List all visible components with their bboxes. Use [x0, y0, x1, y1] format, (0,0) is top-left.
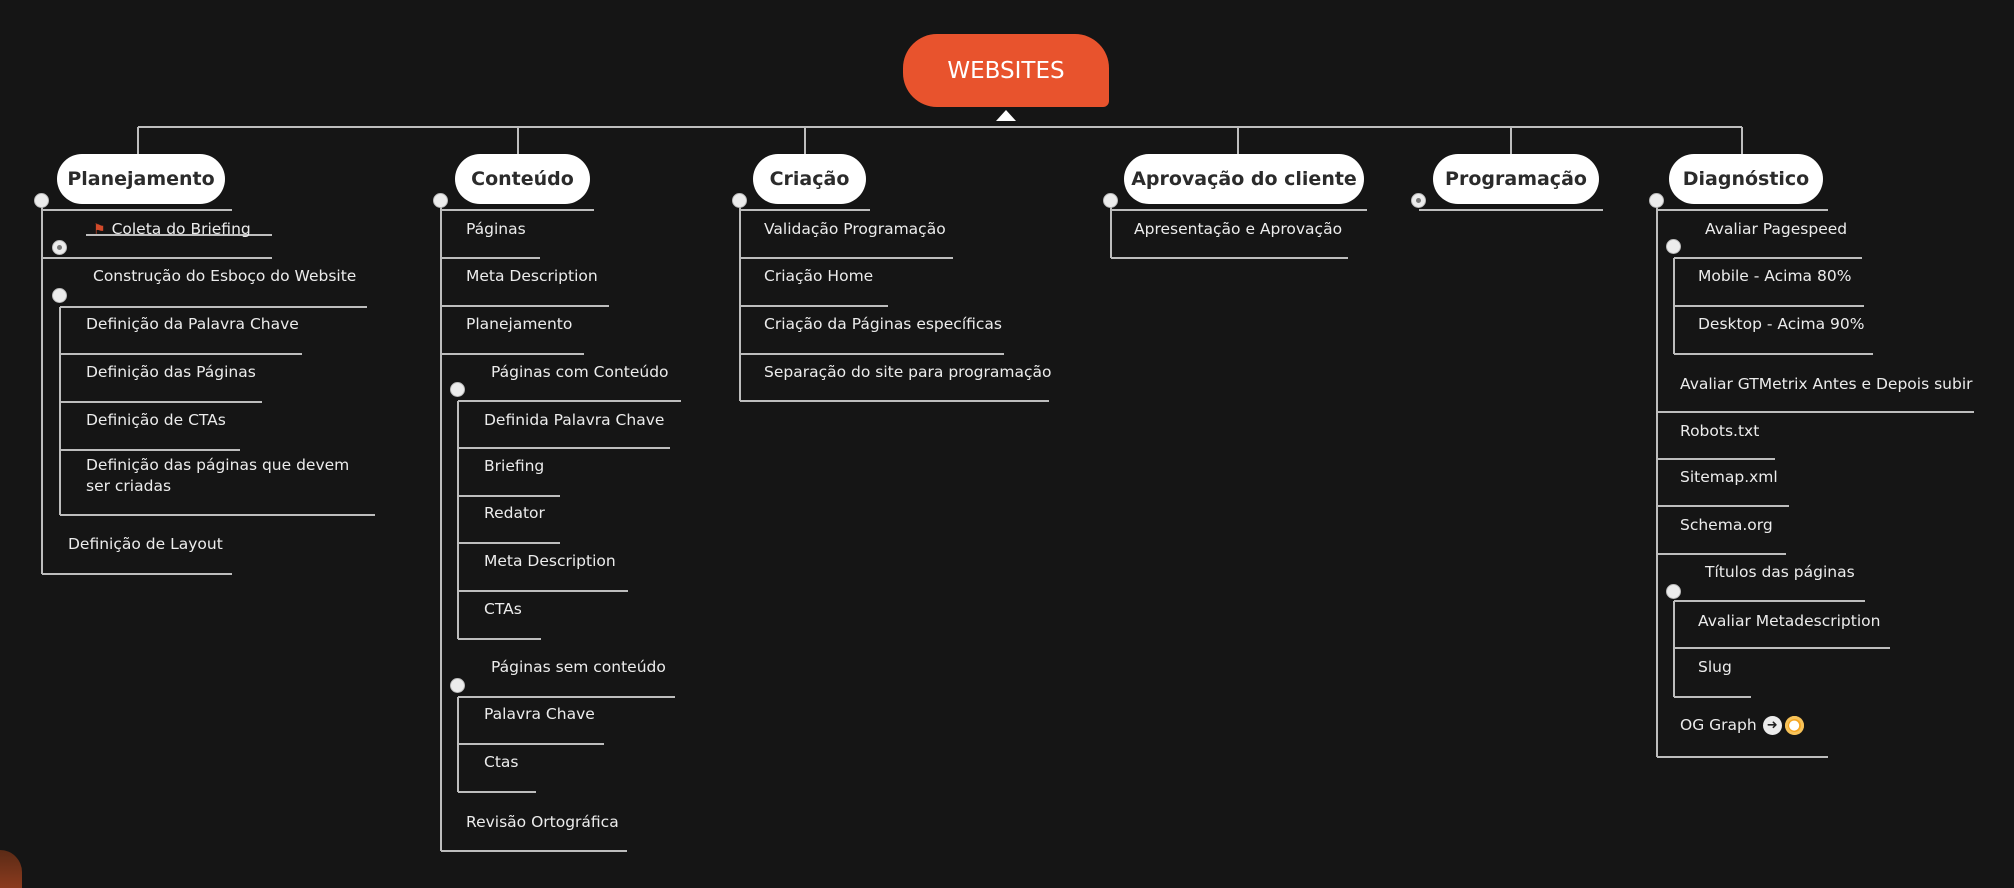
- node-coleta-briefing[interactable]: ⚑ Coleta do Briefing: [93, 219, 251, 241]
- node-ctas-2[interactable]: Ctas: [484, 753, 519, 771]
- node-briefing[interactable]: Briefing: [484, 457, 545, 475]
- collapse-toggle[interactable]: [1649, 193, 1664, 208]
- node-definicao-layout[interactable]: Definição de Layout: [68, 535, 223, 553]
- node-og-graph[interactable]: OG Graph ➜●: [1680, 715, 1804, 736]
- collapse-toggle[interactable]: [52, 288, 67, 303]
- category-planejamento[interactable]: Planejamento: [57, 154, 225, 204]
- node-criacao-paginas-especificas[interactable]: Criação da Páginas específicas: [764, 315, 1002, 333]
- collapse-toggle[interactable]: [450, 678, 465, 693]
- collapse-toggle[interactable]: [1666, 584, 1681, 599]
- collapse-toggle[interactable]: [450, 382, 465, 397]
- node-gtmetrix[interactable]: Avaliar GTMetrix Antes e Depois subir: [1680, 375, 1973, 393]
- node-paginas-com-conteudo[interactable]: Páginas com Conteúdo: [491, 363, 669, 381]
- collapse-triangle-icon[interactable]: [996, 110, 1016, 121]
- coin-icon[interactable]: ●: [1784, 716, 1804, 735]
- node-meta-description[interactable]: Meta Description: [466, 267, 598, 285]
- category-diagnostico[interactable]: Diagnóstico: [1669, 154, 1823, 204]
- node-meta-description-2[interactable]: Meta Description: [484, 552, 616, 570]
- node-ctas[interactable]: CTAs: [484, 600, 522, 618]
- collapse-toggle[interactable]: [1666, 239, 1681, 254]
- node-planejamento[interactable]: Planejamento: [466, 315, 573, 333]
- corner-decoration: [0, 850, 22, 888]
- node-sitemap[interactable]: Sitemap.xml: [1680, 468, 1778, 486]
- node-avaliar-metadescription[interactable]: Avaliar Metadescription: [1698, 612, 1881, 630]
- node-titulos-paginas[interactable]: Títulos das páginas: [1705, 563, 1855, 581]
- collapse-toggle[interactable]: [732, 193, 747, 208]
- node-definicao-ctas[interactable]: Definição de CTAs: [86, 411, 226, 429]
- node-definida-palavra-chave[interactable]: Definida Palavra Chave: [484, 411, 665, 429]
- node-revisao-ortografica[interactable]: Revisão Ortográfica: [466, 813, 619, 831]
- node-construcao-esboco[interactable]: Construção do Esboço do Website: [93, 267, 357, 285]
- node-label: OG Graph: [1680, 716, 1757, 734]
- node-redator[interactable]: Redator: [484, 504, 545, 522]
- node-separacao-site[interactable]: Separação do site para programação: [764, 363, 1052, 381]
- node-avaliar-pagespeed[interactable]: Avaliar Pagespeed: [1705, 220, 1848, 238]
- node-desktop[interactable]: Desktop - Acima 90%: [1698, 315, 1865, 333]
- collapse-toggle[interactable]: [433, 193, 448, 208]
- node-mobile[interactable]: Mobile - Acima 80%: [1698, 267, 1852, 285]
- node-robots[interactable]: Robots.txt: [1680, 422, 1760, 440]
- node-definicao-paginas[interactable]: Definição das Páginas: [86, 363, 256, 381]
- category-criacao[interactable]: Criação: [753, 154, 866, 204]
- node-paginas[interactable]: Páginas: [466, 220, 526, 238]
- collapse-toggle[interactable]: [34, 193, 49, 208]
- category-conteudo[interactable]: Conteúdo: [455, 154, 590, 204]
- arrow-right-circle-icon[interactable]: ➜: [1762, 716, 1782, 735]
- node-validacao-programacao[interactable]: Validação Programação: [764, 220, 946, 238]
- collapse-toggle[interactable]: [1411, 193, 1426, 208]
- node-slug[interactable]: Slug: [1698, 658, 1732, 676]
- collapse-toggle[interactable]: [52, 240, 67, 255]
- node-label: Coleta do Briefing: [111, 220, 251, 238]
- node-paginas-sem-conteudo[interactable]: Páginas sem conteúdo: [491, 658, 666, 676]
- node-criacao-home[interactable]: Criação Home: [764, 267, 874, 285]
- category-aprovacao-do-cliente[interactable]: Aprovação do cliente: [1124, 154, 1364, 204]
- category-programacao[interactable]: Programação: [1433, 154, 1599, 204]
- flag-icon: ⚑: [93, 222, 106, 238]
- node-paginas-criadas[interactable]: Definição das páginas que devem ser cria…: [86, 456, 350, 495]
- node-palavra-chave[interactable]: Definição da Palavra Chave: [86, 315, 299, 333]
- node-apresentacao-aprovacao[interactable]: Apresentação e Aprovação: [1134, 220, 1343, 238]
- node-schema[interactable]: Schema.org: [1680, 516, 1773, 534]
- collapse-toggle[interactable]: [1103, 193, 1118, 208]
- root-node-websites[interactable]: WEBSITES: [903, 34, 1109, 107]
- node-palavra-chave-2[interactable]: Palavra Chave: [484, 705, 595, 723]
